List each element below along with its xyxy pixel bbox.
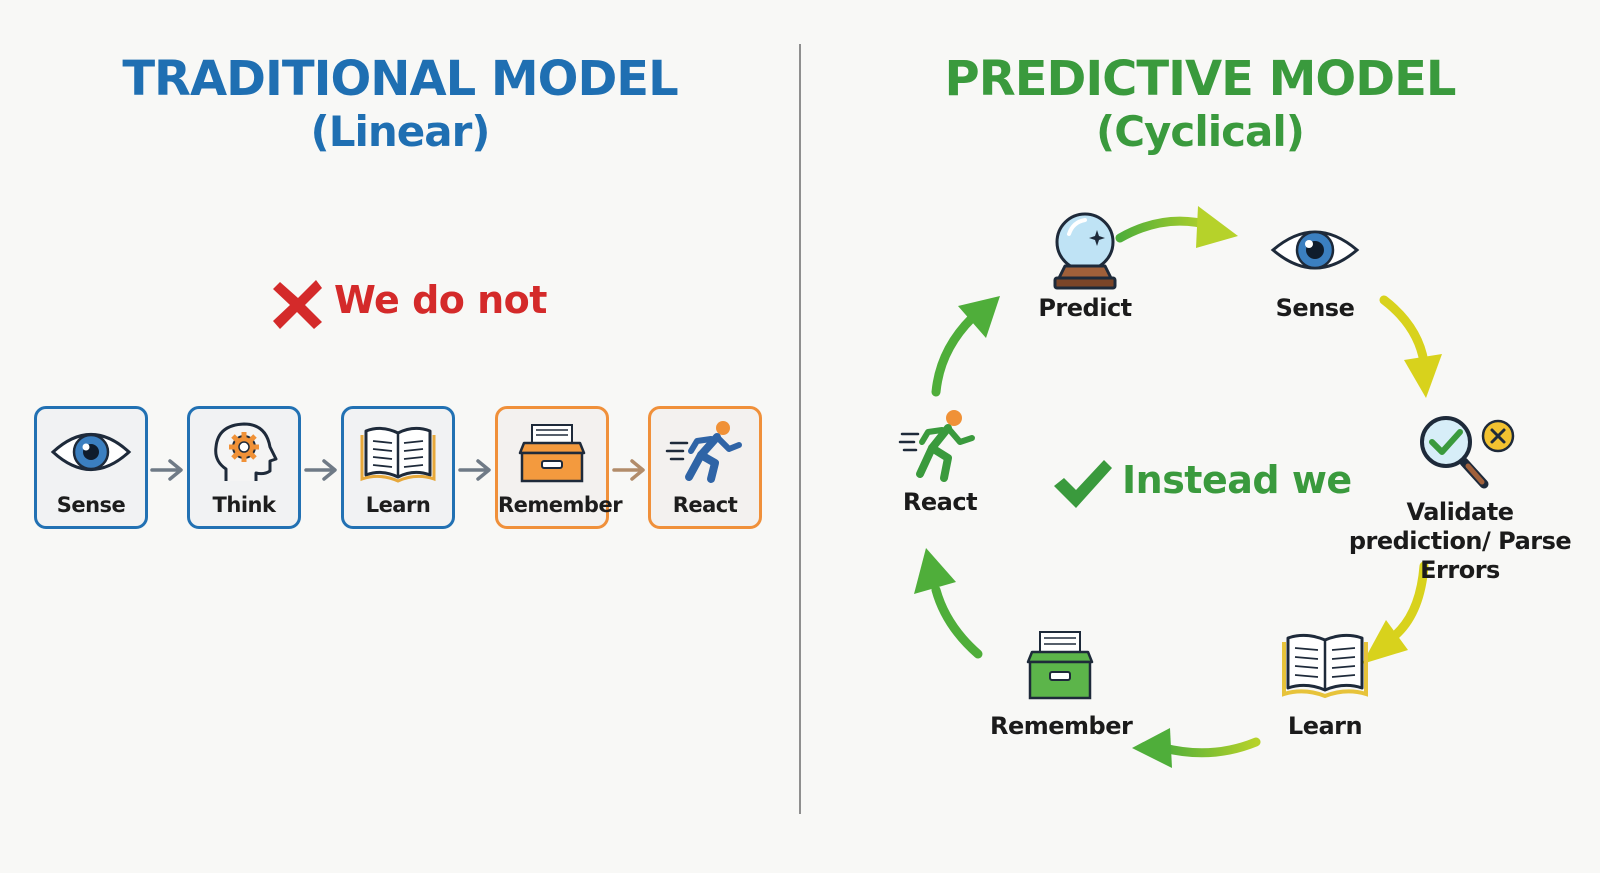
step-learn-label: Learn <box>365 493 431 517</box>
step-learn: Learn <box>341 406 455 529</box>
cycle-label-learn: Learn <box>1287 712 1363 740</box>
arrow-react-to-predict <box>931 296 1000 397</box>
cycle-label-validate: Validate prediction/ Parse Errors <box>1348 498 1572 584</box>
crystal-ball-icon <box>1053 212 1117 290</box>
arrow-remember-to-react <box>914 548 983 659</box>
eye-icon <box>1270 230 1360 270</box>
book-icon <box>360 426 436 483</box>
linear-arrows <box>150 459 645 481</box>
cycle-label-react: React <box>902 488 978 516</box>
cycle-arrows <box>914 206 1442 768</box>
running-person-icon <box>898 410 975 482</box>
step-react: React <box>648 406 762 529</box>
section-divider <box>799 44 801 814</box>
green-check-icon <box>1054 460 1112 508</box>
cycle-label-remember: Remember <box>990 712 1133 740</box>
step-sense: Sense <box>34 406 148 529</box>
we-do-not-text: We do not <box>334 278 547 322</box>
arrow-sense-to-validate <box>1379 295 1442 398</box>
cycle-label-sense: Sense <box>1275 294 1355 322</box>
arrow-remember-react <box>612 459 645 481</box>
head-gear-icon <box>214 422 278 481</box>
book-icon <box>1282 633 1368 699</box>
step-think: Think <box>187 406 301 529</box>
traditional-model-subtitle: (Linear) <box>310 107 491 156</box>
file-box-icon <box>518 424 586 483</box>
running-person-icon <box>665 421 742 483</box>
traditional-model-title: TRADITIONAL MODEL <box>122 51 678 107</box>
predictive-model-subtitle: (Cyclical) <box>1096 107 1305 156</box>
step-think-label: Think <box>212 493 276 517</box>
arrow-think-learn <box>304 459 337 481</box>
cycle-label-predict: Predict <box>1038 294 1132 322</box>
step-remember: Remember <box>495 406 623 529</box>
file-box-icon <box>1026 631 1094 700</box>
predictive-model-title: PREDICTIVE MODEL <box>944 51 1457 107</box>
arrow-sense-think <box>150 459 183 481</box>
arrow-learn-to-remember <box>1132 728 1261 768</box>
arrow-learn-remember <box>458 459 491 481</box>
we-do-not-status: We do not <box>270 276 570 336</box>
instead-we-text: Instead we <box>1122 458 1352 502</box>
magnifier-check-icon <box>1420 416 1515 489</box>
step-react-label: React <box>672 493 738 517</box>
eye-icon <box>50 433 132 471</box>
arrow-predict-to-sense <box>1115 206 1238 248</box>
red-cross-icon <box>273 280 322 329</box>
arrow-validate-to-learn <box>1362 561 1429 664</box>
instead-we-status: Instead we <box>1050 454 1352 514</box>
step-remember-label: Remember <box>498 493 623 517</box>
step-sense-label: Sense <box>56 493 126 517</box>
